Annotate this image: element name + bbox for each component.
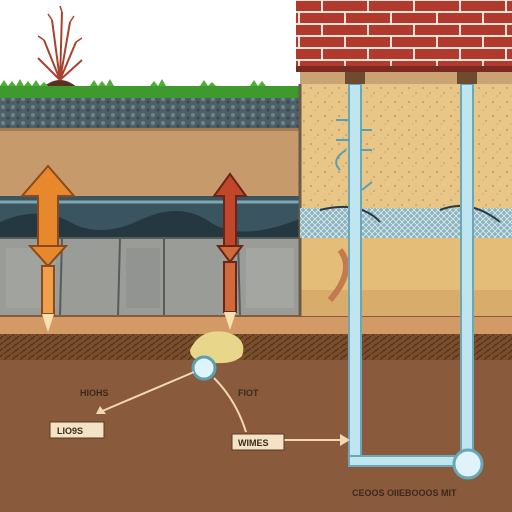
pressure-arrow-red: [212, 172, 248, 330]
drainage-soil-band: [0, 334, 512, 360]
diagram-label-3: FIOT: [238, 388, 259, 398]
drainage-mesh: [300, 205, 512, 238]
gravel-layer: [0, 98, 300, 128]
leader-lines: [99, 371, 340, 441]
leader-arrowhead: [340, 434, 350, 446]
grass-layer: [0, 86, 300, 98]
pipe-outlet: [452, 448, 484, 480]
diagram-label-1: HIOHS: [80, 388, 109, 398]
diagram-label-5: CEOOS OIIEBOOOS MIT: [352, 488, 457, 498]
brick-wall: [296, 0, 512, 72]
label-box-4: [231, 433, 285, 451]
pressure-arrow-orange: [19, 164, 77, 332]
foundation-wall: [298, 70, 512, 316]
pivot-node: [191, 355, 217, 381]
diagram-label-4: WIMES: [238, 438, 269, 448]
footing-layer: [0, 316, 512, 334]
drain-pipe: [345, 72, 477, 467]
diagram-label-2: LIO9S: [57, 426, 83, 436]
soil-void: [190, 331, 244, 364]
label-box-2: [49, 421, 105, 439]
pipe-fittings: [335, 119, 373, 191]
